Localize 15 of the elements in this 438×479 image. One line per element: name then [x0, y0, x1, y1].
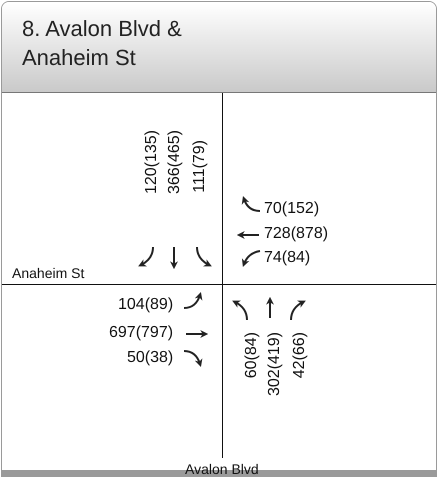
volume-label: 302(419) — [266, 332, 284, 396]
title: 8. Avalon Blvd & Anaheim St — [22, 15, 183, 72]
street-name: Anaheim St — [12, 264, 84, 282]
volume-label: 70(152) — [264, 200, 320, 218]
volume-label: 50(38) — [127, 349, 174, 367]
volume-label: 60(84) — [243, 332, 261, 378]
volume-label: 120(135) — [143, 130, 161, 194]
volume-label: 728(878) — [264, 225, 328, 243]
volume-label: 111(79) — [191, 140, 209, 193]
volume-label: 697(797) — [109, 324, 174, 342]
volume-label: 366(465) — [166, 130, 184, 194]
street-name: Avalon Blvd — [185, 460, 259, 476]
volume-label: 104(89) — [118, 296, 174, 314]
volume-label: 42(66) — [291, 332, 309, 378]
volume-label: 74(84) — [264, 249, 310, 267]
